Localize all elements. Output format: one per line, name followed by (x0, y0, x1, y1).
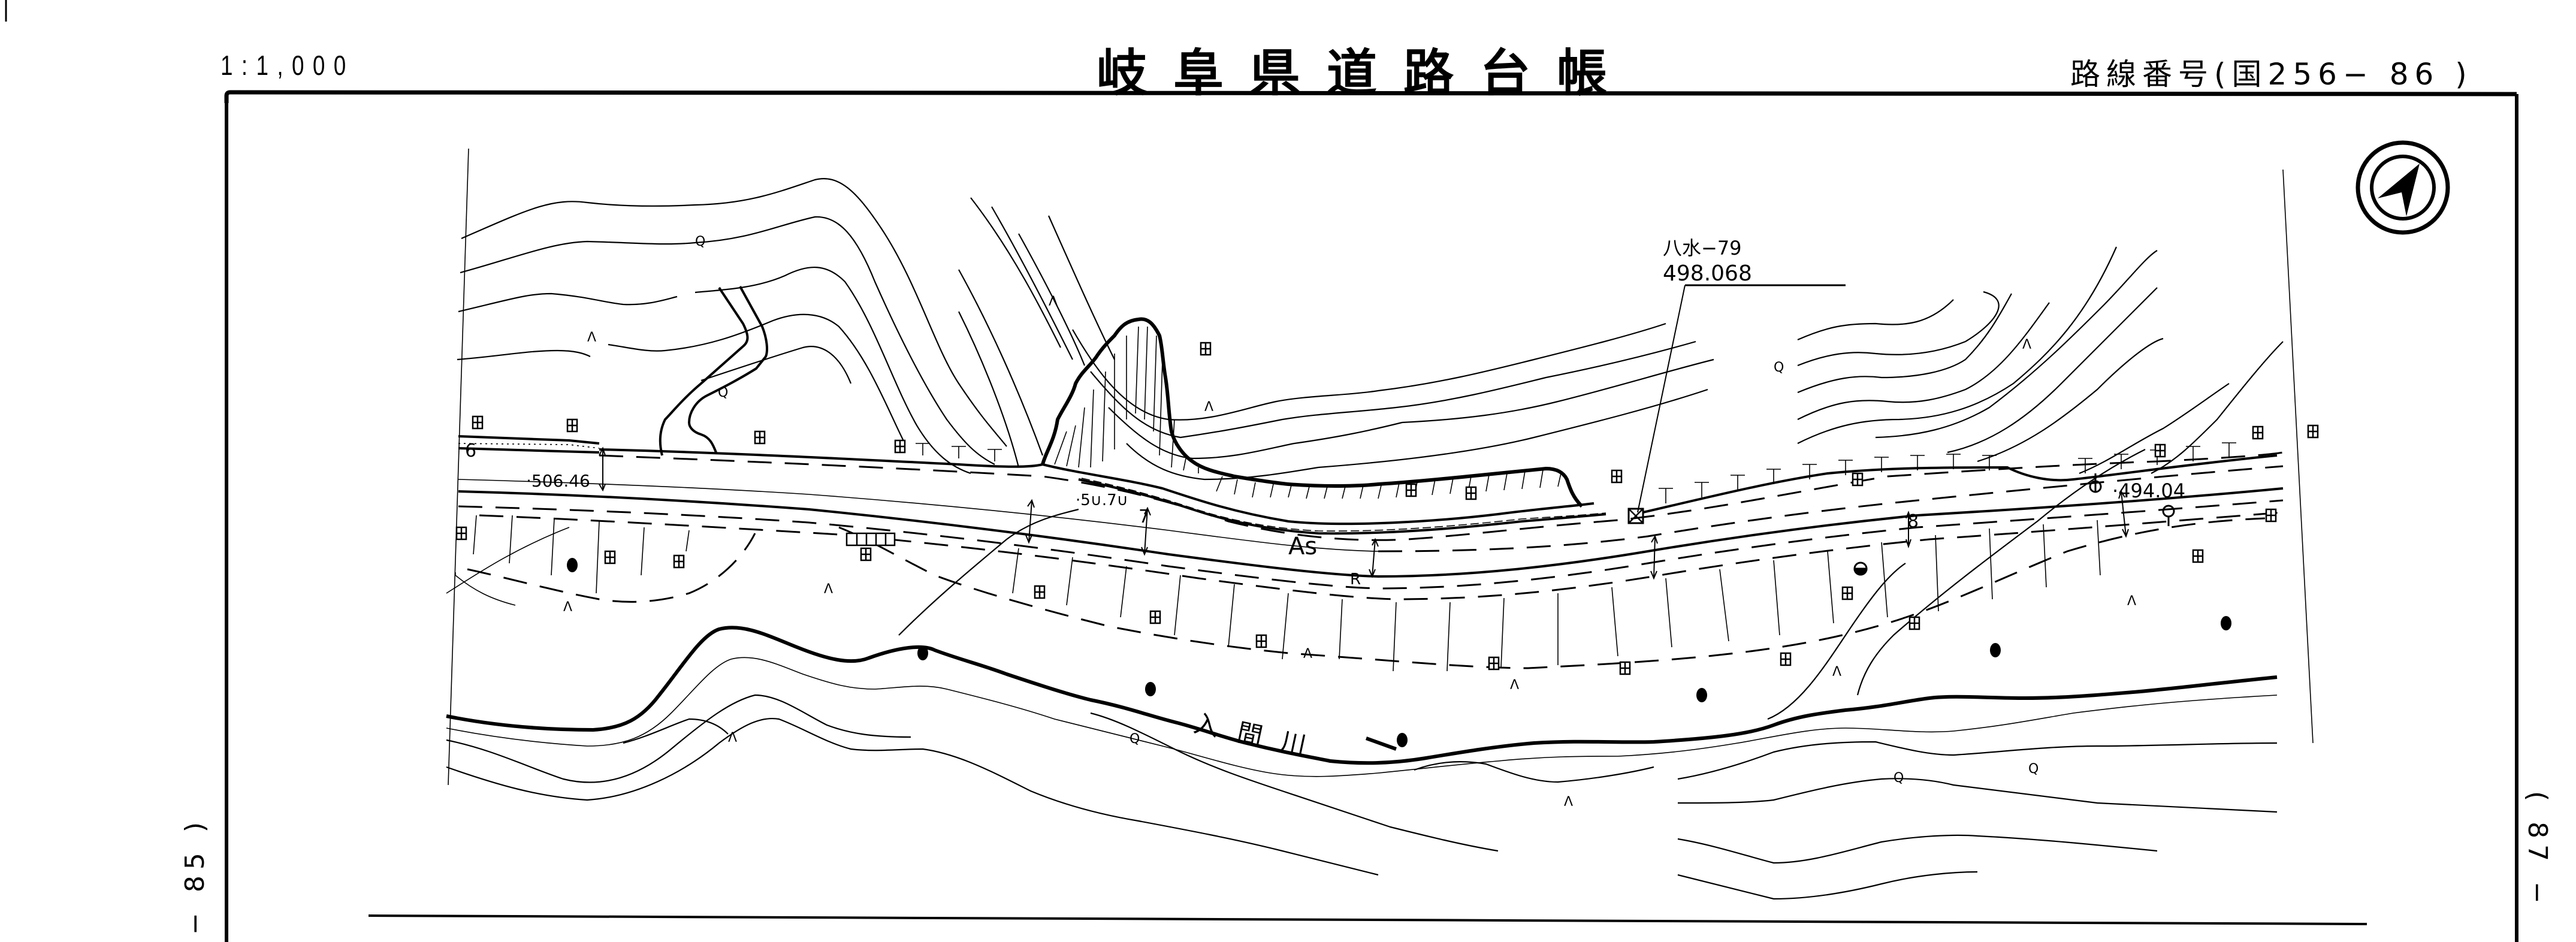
road-width-mark: 7 (1138, 506, 1150, 527)
vegetation-label: Q (695, 234, 705, 249)
elevation-label: ·494.04 (2112, 479, 2185, 502)
road-width-arrows (599, 446, 2129, 580)
fence-block (845, 532, 896, 547)
vegetation-label: Q (2028, 762, 2039, 777)
vegetation-label: Λ (1049, 294, 1058, 309)
road-width-mark: 6 (465, 440, 476, 461)
vegetation-label: Λ (1303, 647, 1312, 662)
vegetation-label: Λ (1510, 678, 1519, 693)
vegetation-label: Λ (1204, 400, 1213, 415)
benchmark-leader (1637, 284, 1846, 513)
vegetation-label: Λ (824, 582, 833, 597)
benchmark-id-label: 八水−79 (1663, 237, 1742, 259)
slope-ticks (473, 515, 2101, 672)
cliff-hachure (1041, 317, 1584, 508)
slope-boundary-south (446, 517, 2266, 669)
tree-symbols (567, 558, 2231, 747)
sheet-frame (224, 90, 2518, 942)
retaining-wall (1042, 463, 1644, 535)
vegetation-label: Q (1774, 360, 1784, 375)
river-name-label: 入間川 (1191, 708, 1327, 765)
vegetation-label: Λ (2022, 337, 2031, 352)
contour-lines-upper-right (1072, 246, 2284, 481)
boundary-markers (455, 342, 2319, 675)
vegetation-label: Λ (1832, 665, 1841, 680)
map-labels: 八水−79 498.068 ·506.46 ·5∪.7∪ ·494.04 6 7… (465, 234, 2185, 810)
scale-label: 1:1,000 (221, 50, 355, 81)
route-number: 路線番号(国256− 86 ) (2070, 57, 2473, 92)
vegetation-label: Q (1130, 732, 1140, 747)
vegetation-label: Λ (563, 600, 572, 615)
vegetation-label: Q (1894, 771, 1904, 786)
road-width-mark: 8 (1907, 511, 1919, 532)
access-road (659, 286, 768, 456)
pavement-type-label: As (1288, 533, 1317, 560)
road-type-label: R (1350, 570, 1361, 588)
bottom-rule (368, 914, 2367, 925)
utility-pole-symbols (1853, 473, 2175, 576)
map-border-lines (448, 148, 2314, 786)
elevation-label: ·506.46 (526, 471, 590, 491)
elevation-label: ·5∪.7∪ (1076, 491, 1128, 509)
vegetation-label: Λ (1564, 795, 1573, 810)
contour-lines-upper-left (457, 178, 1115, 475)
benchmark-elevation-label: 498.068 (1663, 261, 1752, 286)
vegetation-label: Λ (728, 730, 737, 745)
vegetation-label: Q (718, 385, 728, 400)
contour-lines-lower (446, 449, 2278, 900)
vegetation-label: Λ (587, 330, 596, 345)
north-arrow-icon (2355, 140, 2450, 235)
river-irumagawa (446, 626, 2278, 777)
vegetation-label: Λ (2127, 594, 2136, 609)
road-national-256 (458, 435, 2284, 600)
